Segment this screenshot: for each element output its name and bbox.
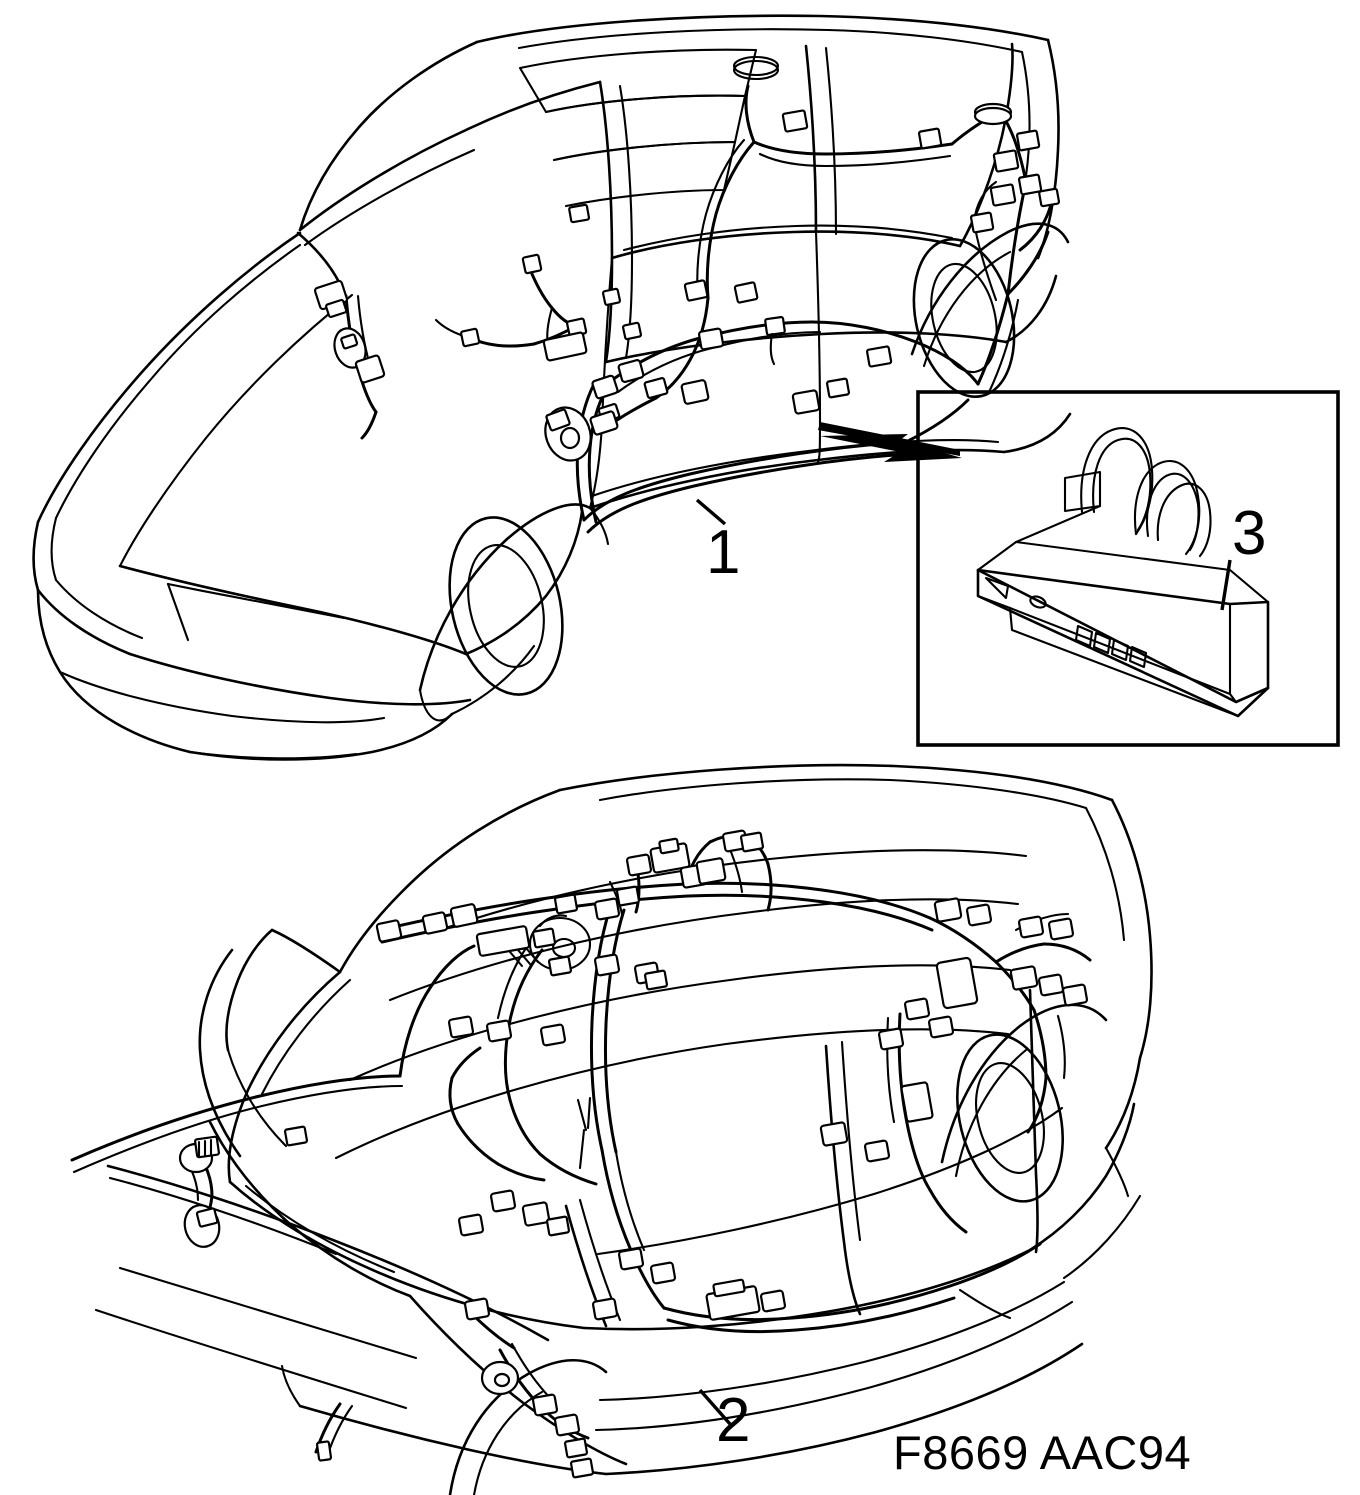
- clip: [1047, 917, 1075, 941]
- clip: [568, 203, 591, 224]
- clip: [315, 1440, 333, 1462]
- clip: [1061, 983, 1089, 1007]
- clip: [459, 327, 481, 348]
- clip: [521, 1201, 551, 1227]
- clip: [563, 1437, 589, 1459]
- clip: [819, 1121, 849, 1147]
- figure-caption: F8669 AAC94: [893, 1426, 1192, 1479]
- clip: [544, 406, 592, 462]
- clip: [781, 109, 809, 133]
- clip: [621, 321, 643, 341]
- clip: [900, 1081, 934, 1123]
- clip: [969, 211, 995, 234]
- clip: [705, 1278, 761, 1321]
- callout-number-3: 3: [1232, 499, 1267, 568]
- clip: [553, 893, 579, 915]
- upper-body-outline: [32, 14, 1072, 761]
- clip: [183, 1204, 221, 1248]
- clip: [545, 1215, 571, 1237]
- clip: [531, 1393, 559, 1417]
- clip: [313, 279, 349, 319]
- clip: [933, 897, 963, 923]
- clip: [697, 327, 725, 351]
- clip: [617, 1247, 645, 1271]
- upper-vehicle-view: [32, 14, 1072, 761]
- clip: [375, 919, 403, 943]
- clip: [531, 927, 557, 949]
- clip: [283, 1125, 309, 1147]
- clip: [591, 374, 619, 400]
- clip: [1009, 965, 1039, 991]
- clip: [680, 379, 710, 405]
- clip: [1037, 973, 1065, 997]
- clip: [649, 837, 691, 874]
- clip: [865, 345, 893, 368]
- clip: [695, 857, 727, 885]
- callout-1-leader: [695, 498, 727, 526]
- clip: [569, 1457, 595, 1479]
- clip: [480, 1360, 520, 1396]
- clip: [825, 377, 851, 399]
- clip: [601, 287, 622, 307]
- clip: [615, 885, 641, 907]
- clip: [643, 377, 669, 399]
- clip: [589, 410, 619, 436]
- clip: [903, 997, 931, 1021]
- clip: [1017, 173, 1043, 196]
- clip: [683, 279, 709, 302]
- clip: [625, 853, 653, 877]
- clip: [791, 389, 821, 415]
- clip: [989, 183, 1017, 207]
- lower-harness-clips: [178, 829, 1089, 1479]
- clip: [992, 149, 1020, 173]
- clip: [542, 331, 588, 362]
- detail-inset: [916, 390, 1340, 747]
- clip: [521, 253, 543, 275]
- clip: [973, 102, 1013, 126]
- clip: [553, 1413, 581, 1437]
- clip: [1017, 915, 1045, 939]
- clip: [1015, 129, 1041, 152]
- lower-body-outline: [94, 763, 1153, 1495]
- clip: [539, 1023, 567, 1047]
- clip: [354, 354, 386, 384]
- clip: [547, 955, 573, 977]
- clip: [421, 911, 449, 935]
- callout-number-1: 1: [706, 518, 741, 587]
- clip: [593, 953, 621, 977]
- clip: [475, 925, 540, 968]
- clip: [935, 956, 979, 1010]
- clip: [457, 1213, 485, 1237]
- clip: [333, 327, 367, 369]
- clip: [447, 1015, 475, 1039]
- clip: [764, 315, 786, 366]
- clip: [485, 1019, 513, 1043]
- clip: [643, 969, 669, 991]
- clip: [759, 1289, 787, 1313]
- upper-harness-clips: [313, 102, 1061, 462]
- clip: [449, 903, 479, 928]
- clip: [617, 359, 645, 383]
- clip: [927, 1015, 955, 1039]
- lower-wiring-harness: [70, 833, 1092, 1456]
- connector-component: [976, 427, 1270, 718]
- clip: [965, 903, 993, 927]
- clip: [178, 1135, 220, 1174]
- clip: [863, 1139, 891, 1163]
- leader-arrow-to-inset: [818, 422, 962, 462]
- callout-2-leader: [698, 1388, 732, 1426]
- lower-vehicle-view: [70, 763, 1153, 1495]
- callout-number-2: 2: [716, 1386, 751, 1455]
- clip: [877, 1027, 905, 1051]
- clip: [463, 1297, 491, 1321]
- clip: [917, 127, 943, 150]
- clip: [1038, 187, 1061, 208]
- clip: [591, 1297, 619, 1321]
- clip: [489, 1189, 517, 1213]
- clip: [593, 897, 621, 921]
- clip: [733, 281, 759, 304]
- clip: [649, 1261, 677, 1285]
- clip: [739, 831, 765, 853]
